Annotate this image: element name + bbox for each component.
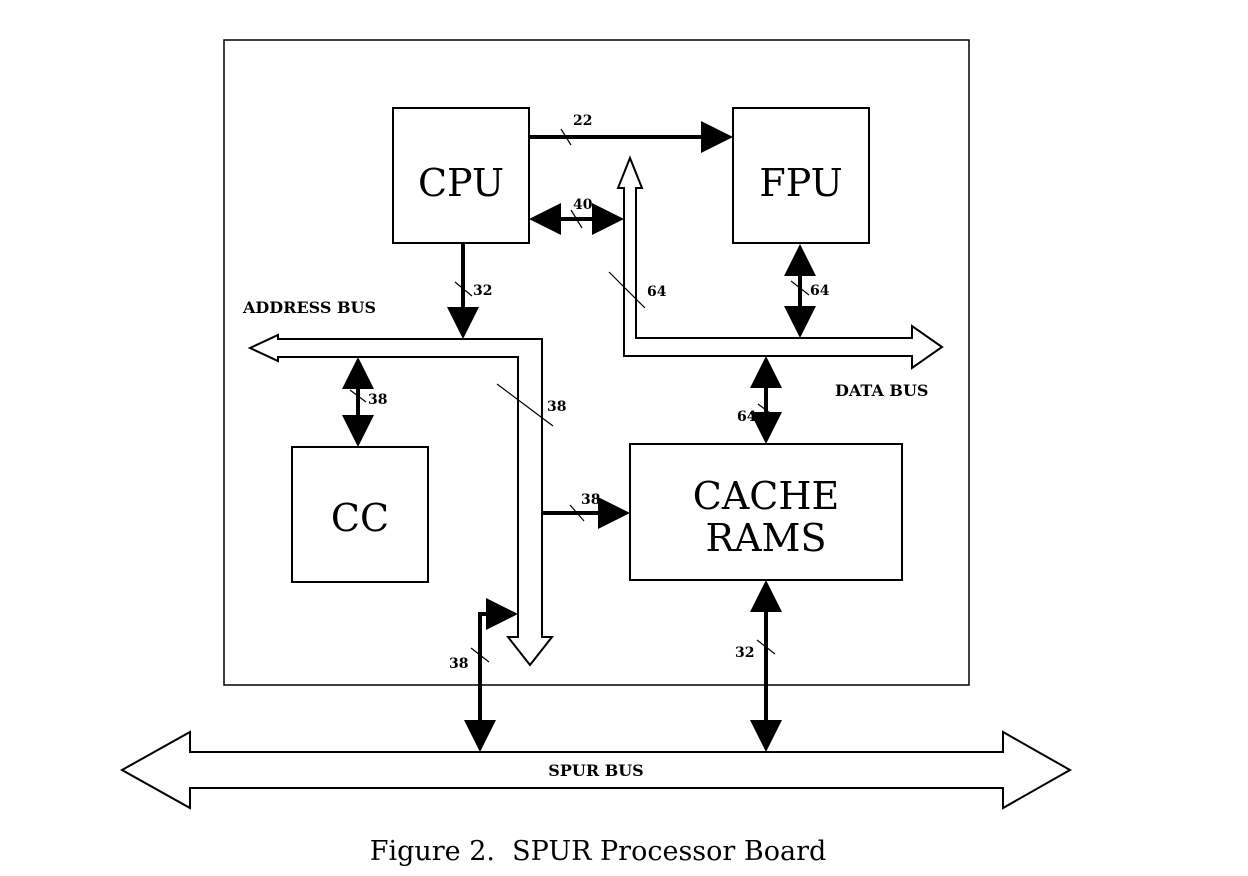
- width-cache-spur: 32: [735, 645, 754, 661]
- spur-bus: [119, 730, 1073, 810]
- width-data-cache: 64: [737, 409, 757, 425]
- tick-data-cache: [757, 403, 775, 417]
- tick-address-vertical: [496, 383, 554, 427]
- width-spur-address: 38: [449, 656, 468, 672]
- cache-label-line1: CACHE: [693, 474, 839, 518]
- figure-caption: Figure 2. SPUR Processor Board: [370, 836, 827, 867]
- tick-data-vertical: [608, 271, 646, 309]
- spur-bus-label: SPUR BUS: [548, 761, 643, 780]
- cc-block: [291, 446, 429, 583]
- data-bus: [616, 155, 944, 370]
- cache-label-line2: RAMS: [706, 516, 827, 560]
- tick-cpu-fpu: [560, 128, 572, 146]
- fpu-block: [732, 107, 870, 244]
- tick-cpu-data: [570, 209, 583, 229]
- width-address-cache: 38: [581, 492, 600, 508]
- cc-label: CC: [331, 496, 389, 540]
- address-bus-label: ADDRESS BUS: [242, 298, 376, 317]
- data-bus-label: DATA BUS: [835, 381, 928, 400]
- width-fpu-data: 64: [810, 283, 830, 299]
- width-cpu-address: 32: [473, 283, 492, 299]
- address-bus: [247, 333, 555, 667]
- tick-address-cc: [349, 389, 367, 403]
- width-address-cc: 38: [368, 392, 387, 408]
- tick-cpu-address: [454, 281, 473, 297]
- cpu-label: CPU: [418, 161, 504, 205]
- cache-rams-block: [629, 443, 903, 581]
- tick-address-cache: [569, 504, 585, 522]
- spur-address-link: [464, 598, 518, 752]
- fpu-label: FPU: [759, 161, 842, 205]
- board-outline: [223, 39, 970, 686]
- width-address-vertical: 38: [547, 399, 566, 415]
- tick-fpu-data: [790, 280, 810, 296]
- width-cpu-fpu: 22: [573, 113, 592, 129]
- width-cpu-data: 40: [573, 197, 593, 213]
- width-data-vertical: 64: [647, 284, 667, 300]
- tick-cache-spur: [756, 639, 776, 655]
- tick-spur-address: [470, 647, 490, 663]
